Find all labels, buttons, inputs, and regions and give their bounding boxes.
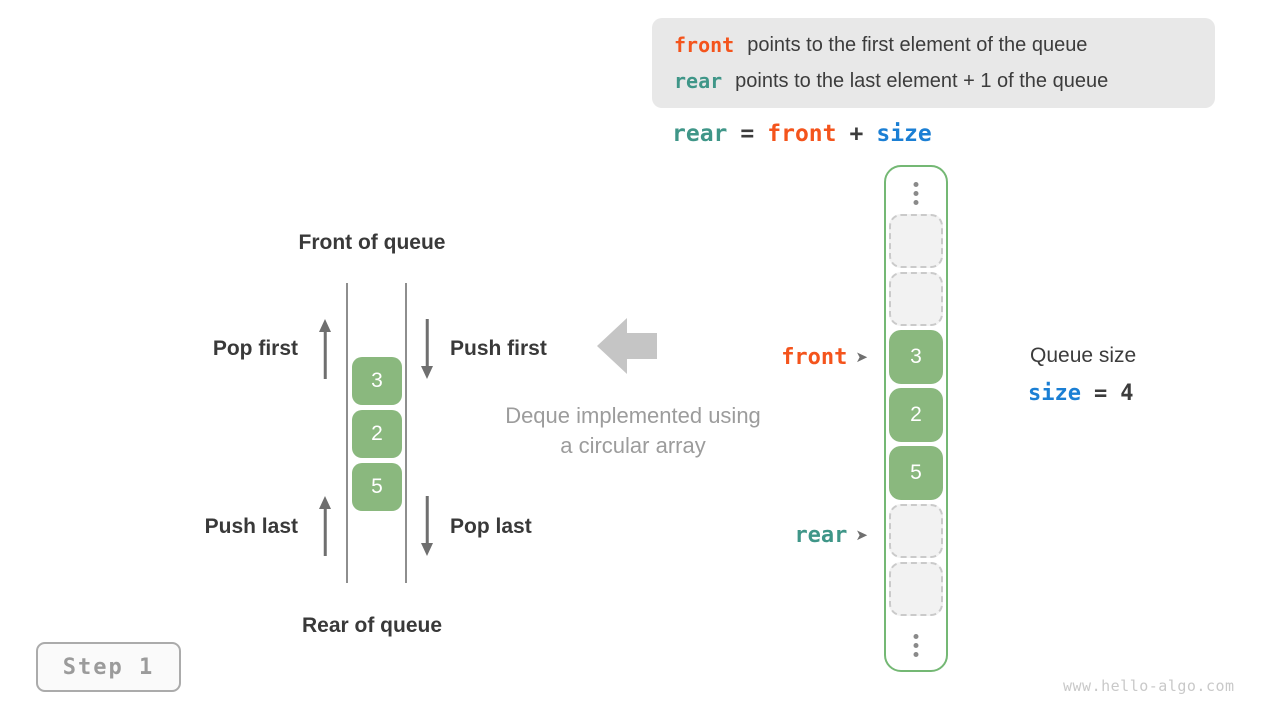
arrow-up-icon <box>318 496 332 556</box>
channel-line-left <box>346 283 348 583</box>
array-frame: 3 2 5 <box>884 165 948 672</box>
formula: rear = front + size <box>672 121 932 147</box>
front-pointer-label: front <box>781 344 848 370</box>
big-left-arrow-icon <box>597 318 657 374</box>
front-pointer: front ➤ <box>781 343 868 371</box>
deque-caption-line2: a circular array <box>560 433 706 458</box>
queue-item: 2 <box>352 410 402 458</box>
queue-rear-title: Rear of queue <box>301 614 443 637</box>
pointer-arrow-icon: ➤ <box>855 348 868 366</box>
array-cell-empty <box>889 562 943 616</box>
size-equals: = <box>1093 381 1108 406</box>
pop-first-label: Pop first <box>212 337 298 360</box>
arrow-up-icon <box>318 319 332 379</box>
watermark: www.hello-algo.com <box>1063 677 1235 695</box>
push-last-label: Push last <box>204 515 298 538</box>
size-equation: size = 4 <box>1028 381 1133 406</box>
formula-token-size: size <box>876 121 932 147</box>
queue-item: 3 <box>352 357 402 405</box>
deque-caption: Deque implemented using a circular array <box>462 401 804 461</box>
array-cell-empty <box>889 504 943 558</box>
formula-token-equals: = <box>740 121 755 147</box>
legend-line-rear: rear points to the last element + 1 of t… <box>674 63 1215 99</box>
arrow-down-icon <box>420 319 434 379</box>
step-badge: Step 1 <box>36 642 181 692</box>
legend-rear-text: points to the last element + 1 of the qu… <box>735 69 1109 92</box>
size-value: 4 <box>1120 381 1134 406</box>
array-cell-value: 5 <box>889 446 943 500</box>
formula-token-plus: + <box>849 121 864 147</box>
channel-line-right <box>405 283 407 583</box>
rear-keyword: rear <box>674 69 723 93</box>
arrow-down-icon <box>420 496 434 556</box>
array-cell-empty <box>889 272 943 326</box>
front-keyword: front <box>674 33 735 57</box>
size-variable: size <box>1028 381 1081 406</box>
deque-caption-line1: Deque implemented using <box>505 403 761 428</box>
array-cell-value: 2 <box>889 388 943 442</box>
rear-pointer-label: rear <box>794 522 848 548</box>
ellipsis-top-icon <box>913 182 919 205</box>
legend-front-text: points to the first element of the queue <box>747 33 1088 56</box>
array-cell-value: 3 <box>889 330 943 384</box>
queue-size-title: Queue size <box>1030 344 1137 367</box>
array-cell-empty <box>889 214 943 268</box>
queue-front-title: Front of queue <box>298 231 446 254</box>
formula-token-front: front <box>767 121 837 147</box>
legend-box: front points to the first element of the… <box>652 18 1215 108</box>
push-first-label: Push first <box>450 337 547 360</box>
queue-item: 5 <box>352 463 402 511</box>
legend-line-front: front points to the first element of the… <box>674 27 1215 63</box>
rear-pointer: rear ➤ <box>794 521 868 549</box>
formula-token-rear: rear <box>672 121 728 147</box>
pop-last-label: Pop last <box>450 515 532 538</box>
ellipsis-bottom-icon <box>913 634 919 657</box>
pointer-arrow-icon: ➤ <box>855 526 868 544</box>
